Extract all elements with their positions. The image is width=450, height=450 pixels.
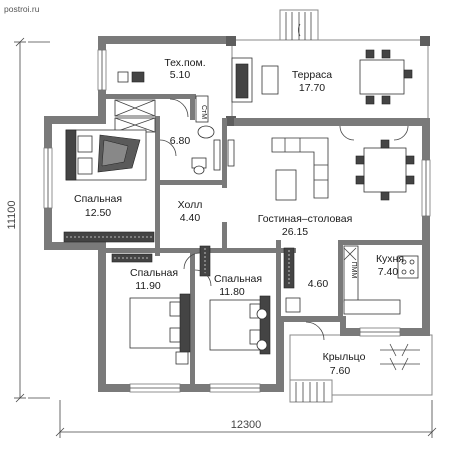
storage-area: 4.60 xyxy=(308,278,329,290)
washer-label: СтМ xyxy=(200,105,207,119)
furniture: СтМ xyxy=(63,49,420,371)
dimension-lines: 11100 12300 xyxy=(6,37,437,438)
watermark: postroi.ru xyxy=(4,4,40,14)
room-labels: Тех.пом. 5.10 Терраса 17.70 6.80 Спальна… xyxy=(74,57,404,377)
terrace-area-value: 17.70 xyxy=(299,82,325,94)
living-name: Гостиная–столовая xyxy=(258,213,353,225)
terrace-name: Терраса xyxy=(292,69,332,81)
kitchen-name: Кухня xyxy=(376,253,404,265)
width-dimension: 12300 xyxy=(231,419,262,431)
bedroom2-name: Спальная xyxy=(130,267,178,279)
hall-name: Холл xyxy=(178,199,203,211)
windows xyxy=(43,49,431,393)
tech-room-name: Тех.пом. xyxy=(164,57,205,69)
kitchen-area: 7.40 xyxy=(378,266,399,278)
tech-room-area: 5.10 xyxy=(170,69,191,81)
living-area: 26.15 xyxy=(282,226,308,238)
bath-area: 6.80 xyxy=(170,135,191,147)
porch-area-value: 7.60 xyxy=(330,365,351,377)
door-swings xyxy=(159,23,409,341)
bedroom1-name: Спальная xyxy=(74,193,122,205)
bedroom2-area: 11.90 xyxy=(135,280,161,292)
bedroom3-area: 11.80 xyxy=(219,286,245,298)
hall-area: 4.40 xyxy=(180,212,201,224)
porch-area xyxy=(289,334,433,403)
bedroom1-area: 12.50 xyxy=(85,207,111,219)
dishwasher-label: ПММ xyxy=(350,262,357,279)
porch-name: Крыльцо xyxy=(323,351,366,363)
height-dimension: 11100 xyxy=(6,201,18,230)
bedroom3-name: Спальная xyxy=(214,273,262,285)
